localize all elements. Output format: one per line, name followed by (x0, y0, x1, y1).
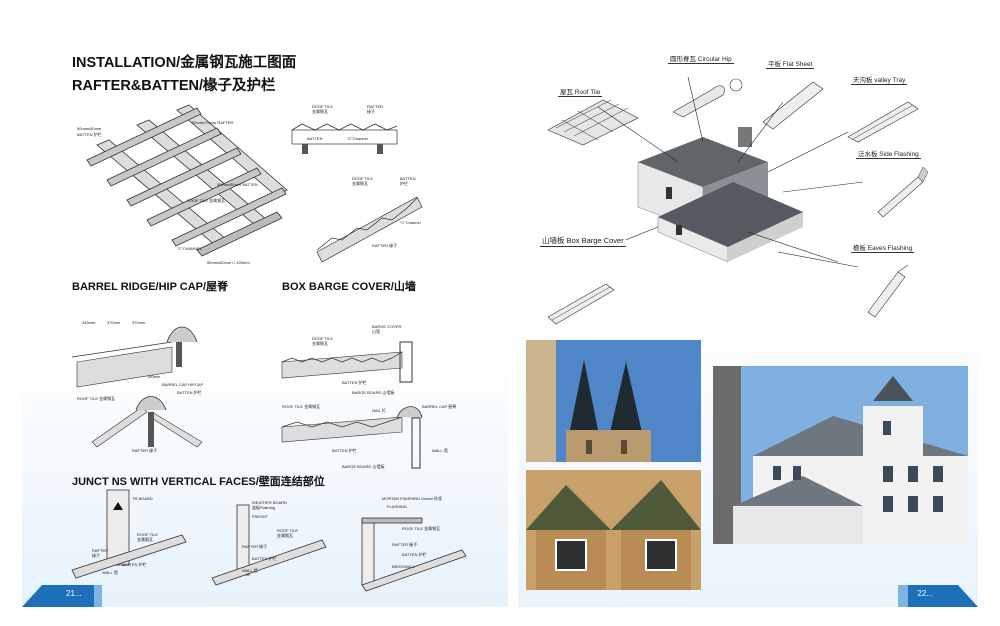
svg-text:护栏: 护栏 (400, 180, 408, 186)
page-number-left: 21... (66, 589, 82, 598)
svg-text:ROOF TILE: ROOF TILE (277, 528, 298, 533)
page-number-badge-right (898, 585, 978, 607)
svg-text:370mm: 370mm (107, 320, 121, 325)
cursor-arrow-icon (113, 502, 123, 510)
svg-text:BATTEN 护栏: BATTEN 护栏 (402, 551, 427, 557)
roof-house-illustration (637, 127, 803, 263)
svg-text:RAFTER 椽子: RAFTER 椽子 (372, 242, 397, 248)
callout-box-barge-cover: 山墙板 Box Barge Cover (540, 235, 626, 247)
svg-text:山墙: 山墙 (372, 328, 380, 334)
svg-text:金属钢瓦: 金属钢瓦 (137, 536, 153, 542)
svg-text:BARREL CAP HIPCAP: BARREL CAP HIPCAP (162, 382, 203, 387)
svg-text:ROOF TILE: ROOF TILE (352, 176, 373, 181)
svg-text:BATTEN 护栏: BATTEN 护栏 (332, 447, 357, 453)
svg-text:椽子: 椽子 (367, 108, 375, 114)
callout-roof-tile: 屋瓦 Roof Tile (558, 86, 603, 97)
callout-eaves-flashing: 檐板 Eaves Flashing (851, 242, 915, 253)
svg-text:WALL 墙: WALL 墙 (102, 569, 118, 575)
svg-text:ROOF TILE 金属钢瓦: ROOF TILE 金属钢瓦 (77, 395, 115, 401)
box-barge-cover-component (547, 283, 615, 325)
svg-text:ROOF TILE: ROOF TILE (137, 532, 158, 537)
svg-text:160mm: 160mm (147, 374, 161, 379)
eaves-flashing-component (867, 264, 909, 318)
dormer-roof-photo (526, 470, 701, 590)
svg-text:50mmx50mm C 400mm: 50mmx50mm C 400mm (207, 260, 250, 265)
svg-text:345mm: 345mm (82, 320, 96, 325)
svg-text:ROOF TILE 金属钢瓦: ROOF TILE 金属钢瓦 (282, 403, 320, 409)
svg-text:50mmx50mm BATTEN: 50mmx50mm BATTEN (217, 182, 258, 187)
svg-text:WALL 墙: WALL 墙 (432, 447, 448, 453)
box-barge-title: BOX BARGE COVER/山墙 (282, 281, 416, 293)
svg-text:WALL 墙: WALL 墙 (242, 567, 258, 573)
svg-text:"C"CHANNEL: "C"CHANNEL (177, 246, 203, 251)
left-page: INSTALLATION/金属钢瓦施工图面 RAFTER&BATTEN/椽子及护… (22, 22, 508, 607)
svg-text:BARREL CAP 屋脊: BARREL CAP 屋脊 (422, 403, 456, 409)
flat-sheet-component (762, 81, 824, 130)
svg-text:ROOF TILE: ROOF TILE (312, 336, 333, 341)
svg-text:BATTEN 护栏: BATTEN 护栏 (342, 379, 367, 385)
svg-text:BATTEN: BATTEN (400, 176, 416, 181)
roof-tile-component (547, 99, 639, 146)
installation-title: INSTALLATION/金属钢瓦施工图面 (72, 55, 297, 71)
svg-text:TR BOARD: TR BOARD (132, 496, 153, 501)
svg-text:BARGE BOARD 山墙板: BARGE BOARD 山墙板 (352, 389, 394, 395)
right-page: 圆形脊瓦 Circular Hip 平板 Flat Sheet 屋瓦 Roof … (518, 22, 978, 607)
svg-text:BRICKWALL: BRICKWALL (392, 564, 416, 569)
callout-valley-tray: 天沟板 valley Tray (851, 74, 908, 85)
svg-text:"C"Channel: "C"Channel (400, 220, 421, 225)
svg-text:金属钢瓦: 金属钢瓦 (277, 532, 293, 538)
svg-text:RAFTER: RAFTER (367, 104, 383, 109)
svg-text:金属钢瓦: 金属钢瓦 (312, 340, 328, 346)
svg-text:BATTEN 护栏: BATTEN 护栏 (122, 561, 147, 567)
side-flashing-component (877, 166, 929, 218)
svg-text:"C"Channel: "C"Channel (347, 136, 368, 141)
page-number-badge-left (22, 585, 102, 607)
svg-text:FLASHING: FLASHING (387, 504, 407, 509)
callout-leader-lines (597, 76, 864, 268)
rafter-batten-title: RAFTER&BATTEN/椽子及护栏 (72, 78, 276, 94)
svg-text:金属钢瓦: 金属钢瓦 (352, 180, 368, 186)
svg-text:盖板Flashing: 盖板Flashing (252, 504, 275, 510)
svg-text:BATTEN 护栏: BATTEN 护栏 (77, 131, 102, 137)
junction-title: JUNCT NS WITH VERTICAL FACES/壁面连结部位 (72, 476, 325, 488)
svg-text:FRESHT: FRESHT (252, 514, 269, 519)
svg-text:NAIL 钉: NAIL 钉 (372, 407, 386, 413)
svg-text:BATTEN 护栏: BATTEN 护栏 (177, 389, 202, 395)
church-spires-photo (526, 340, 701, 462)
svg-text:BARGE COVER: BARGE COVER (372, 324, 401, 329)
svg-text:ROOF TILE 金属钢瓦: ROOF TILE 金属钢瓦 (402, 525, 440, 531)
svg-text:ROOF TILE 金属钢瓦: ROOF TILE 金属钢瓦 (187, 197, 225, 203)
svg-text:WEATHER BOARD: WEATHER BOARD (252, 500, 287, 505)
svg-text:BATTEN: BATTEN (307, 136, 323, 141)
svg-text:RAFTER 椽子: RAFTER 椽子 (242, 543, 267, 549)
svg-text:MORTAR FINISHING Mortar 砂浆: MORTAR FINISHING Mortar 砂浆 (382, 495, 442, 501)
svg-text:50mmx75mm RAFTER: 50mmx75mm RAFTER (192, 120, 233, 125)
svg-text:50mmx50mm: 50mmx50mm (77, 126, 102, 131)
callout-circular-hip: 圆形脊瓦 Circular Hip (668, 53, 734, 64)
svg-text:金属钢瓦: 金属钢瓦 (312, 108, 328, 114)
valley-tray-component (847, 101, 919, 143)
svg-text:ROOF TILE: ROOF TILE (312, 104, 333, 109)
svg-text:BATTEN 护栏: BATTEN 护栏 (252, 555, 277, 561)
callout-flat-sheet: 平板 Flat Sheet (766, 58, 815, 69)
callout-side-flashing: 泛水板 Side Flashing (856, 148, 921, 159)
svg-text:椽子: 椽子 (92, 552, 100, 558)
svg-text:370mm: 370mm (132, 320, 146, 325)
svg-text:RAFTER 椽子: RAFTER 椽子 (132, 447, 157, 453)
svg-text:BARGE BOARD 山墙板: BARGE BOARD 山墙板 (342, 463, 384, 469)
svg-text:RAFTER 椽子: RAFTER 椽子 (392, 541, 417, 547)
circular-hip-component (672, 78, 743, 118)
white-building-photo (713, 366, 968, 544)
page-number-right: 22... (917, 589, 933, 598)
svg-text:RAFTER: RAFTER (92, 548, 108, 553)
barrel-ridge-title: BARREL RIDGE/HIP CAP/屋脊 (72, 281, 229, 293)
